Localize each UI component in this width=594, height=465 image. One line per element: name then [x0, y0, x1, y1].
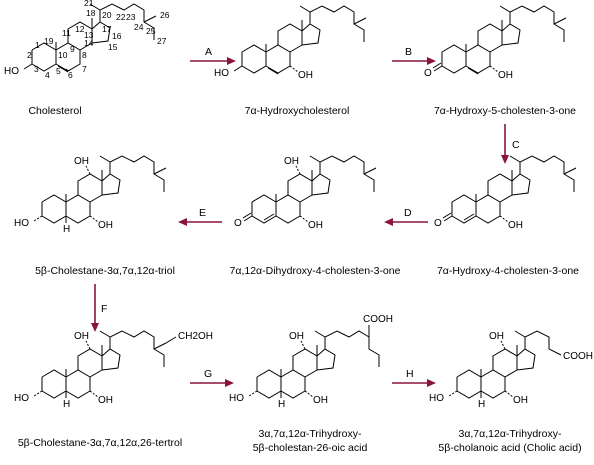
atom-oh-label: OH — [498, 70, 513, 81]
compound-name-7a-12a-dihydroxy-4-cholesten-3-one: 7α,12α-Dihydroxy-4-cholesten-3-one — [230, 265, 401, 277]
carbon-number-11: 11 — [62, 28, 71, 38]
carbon-number-6: 6 — [68, 70, 73, 80]
atom-cooh-label: COOH — [563, 351, 593, 362]
step-label-g: G — [204, 368, 212, 380]
arrow-step-a: A — [190, 46, 236, 65]
atom-ho-label: HO — [14, 218, 29, 229]
arrow-step-d: D — [384, 207, 428, 226]
arrow-step-h: H — [392, 368, 436, 387]
atom-h-label: H — [63, 399, 70, 410]
atom-h-label: H — [478, 399, 485, 410]
carbon-number-1: 1 — [35, 40, 40, 50]
arrow-step-b: B — [392, 46, 436, 65]
atom-oh-label: OH — [308, 220, 323, 231]
step-label-h: H — [406, 368, 414, 380]
step-label-d: D — [404, 207, 412, 219]
atom-oh-label: OH — [74, 331, 89, 342]
carbon-number-17: 17 — [102, 24, 112, 34]
atom-h-label: H — [63, 224, 70, 235]
arrow-step-c: C — [501, 124, 520, 164]
atom-oh-label: OH — [298, 70, 313, 81]
molecule-cholic-acid: HO OH OH H COOH — [429, 330, 593, 410]
molecule-5b-cholestane-tertrol: HO OH OH H CH2OH — [14, 330, 213, 410]
atom-h-label: H — [278, 399, 285, 410]
step-label-c: C — [512, 139, 520, 151]
carbon-number-9: 9 — [70, 44, 75, 54]
carbon-number-24: 24 — [134, 22, 144, 32]
atom-ho-label: HO — [4, 66, 19, 77]
carbon-number-22: 22 — [116, 12, 126, 22]
step-label-f: F — [101, 303, 107, 315]
arrow-step-e: E — [178, 207, 222, 226]
carbon-number-18: 18 — [86, 8, 96, 18]
molecule-5b-cholestane-triol: HO OH OH H — [14, 155, 167, 235]
carbon-number-14: 14 — [84, 38, 94, 48]
step-label-a: A — [205, 46, 212, 58]
atom-ch2oh-label: CH2OH — [178, 331, 213, 342]
carbon-number-3: 3 — [34, 64, 39, 74]
compound-name-9-line2: 5β-cholanoic acid (Cholic acid) — [438, 442, 581, 454]
compound-name-8-line1: 3α,7α,12α-Trihydroxy- — [258, 428, 362, 440]
atom-oh-label: OH — [508, 220, 523, 231]
atom-ho-label: HO — [429, 393, 444, 404]
step-label-e: E — [199, 207, 206, 219]
atom-ho-label: HO — [214, 68, 229, 79]
carbon-number-15: 15 — [108, 42, 118, 52]
atom-o-label: O — [424, 68, 432, 79]
atom-oh-label: OH — [289, 331, 304, 342]
carbon-number-19: 19 — [44, 36, 54, 46]
compound-name-7a-hydroxycholesterol: 7α-Hydroxycholesterol — [245, 105, 350, 117]
carbon-number-2: 2 — [27, 50, 32, 60]
molecule-7a-hydroxy-5-cholesten-3-one: O OH — [424, 5, 567, 81]
atom-ho-label: HO — [229, 393, 244, 404]
atom-oh-label: OH — [74, 156, 89, 167]
carbon-number-25: 25 — [146, 26, 156, 36]
molecule-7a-hydroxycholesterol: HO OH — [214, 5, 367, 81]
carbon-number-4: 4 — [45, 70, 50, 80]
carbon-number-7: 7 — [82, 64, 87, 74]
molecule-trihydroxy-cholestanoic-acid: HO OH OH H COOH — [229, 314, 393, 410]
atom-oh-label: OH — [284, 156, 299, 167]
atom-oh-label: OH — [313, 395, 328, 406]
molecule-7a-12a-dihydroxy-4-cholesten-3-one: O OH OH — [234, 155, 377, 231]
atom-ho-label: HO — [14, 393, 29, 404]
carbon-number-13: 13 — [84, 30, 94, 40]
step-label-b: B — [405, 46, 412, 58]
molecule-7a-hydroxy-4-cholesten-3-one: O OH — [434, 155, 577, 231]
compound-name-7a-hydroxy-5-cholesten-3-one: 7α-Hydroxy-5-cholesten-3-one — [434, 105, 576, 117]
compound-name-cholesterol: Cholesterol — [28, 105, 81, 117]
carbon-number-26: 26 — [160, 10, 170, 20]
carbon-number-27: 27 — [157, 36, 167, 46]
atom-oh-label: OH — [98, 220, 113, 231]
atom-o-label: O — [434, 218, 442, 229]
atom-oh-label: OH — [98, 395, 113, 406]
molecule-cholesterol: HO 1 2 3 4 5 6 7 8 9 10 11 12 13 14 15 1… — [4, 0, 170, 80]
carbon-number-12: 12 — [75, 24, 85, 34]
atom-cooh-label: COOH — [363, 314, 393, 325]
compound-name-5b-cholestane-triol: 5β-Cholestane-3α,7α,12α-triol — [35, 265, 175, 277]
compound-name-7a-hydroxy-4-cholesten-3-one: 7α-Hydroxy-4-cholesten-3-one — [437, 265, 579, 277]
carbon-number-23: 23 — [126, 12, 136, 22]
carbon-number-16: 16 — [112, 31, 122, 41]
compound-name-5b-cholestane-tertrol: 5β-Cholestane-3α,7α,12α,26-tertrol — [18, 437, 182, 449]
atom-o-label: O — [234, 218, 242, 229]
arrow-step-g: G — [190, 368, 234, 387]
carbon-number-8: 8 — [82, 50, 87, 60]
compound-name-9-line1: 3α,7α,12α-Trihydroxy- — [458, 428, 562, 440]
carbon-number-10: 10 — [58, 50, 68, 60]
carbon-number-5: 5 — [56, 66, 61, 76]
atom-oh-label: OH — [489, 331, 504, 342]
compound-name-8-line2: 5β-cholestan-26-oic acid — [253, 442, 368, 454]
arrow-step-f: F — [91, 284, 107, 332]
atom-oh-label: OH — [513, 395, 528, 406]
carbon-number-21: 21 — [84, 0, 94, 8]
carbon-number-20: 20 — [102, 10, 112, 20]
